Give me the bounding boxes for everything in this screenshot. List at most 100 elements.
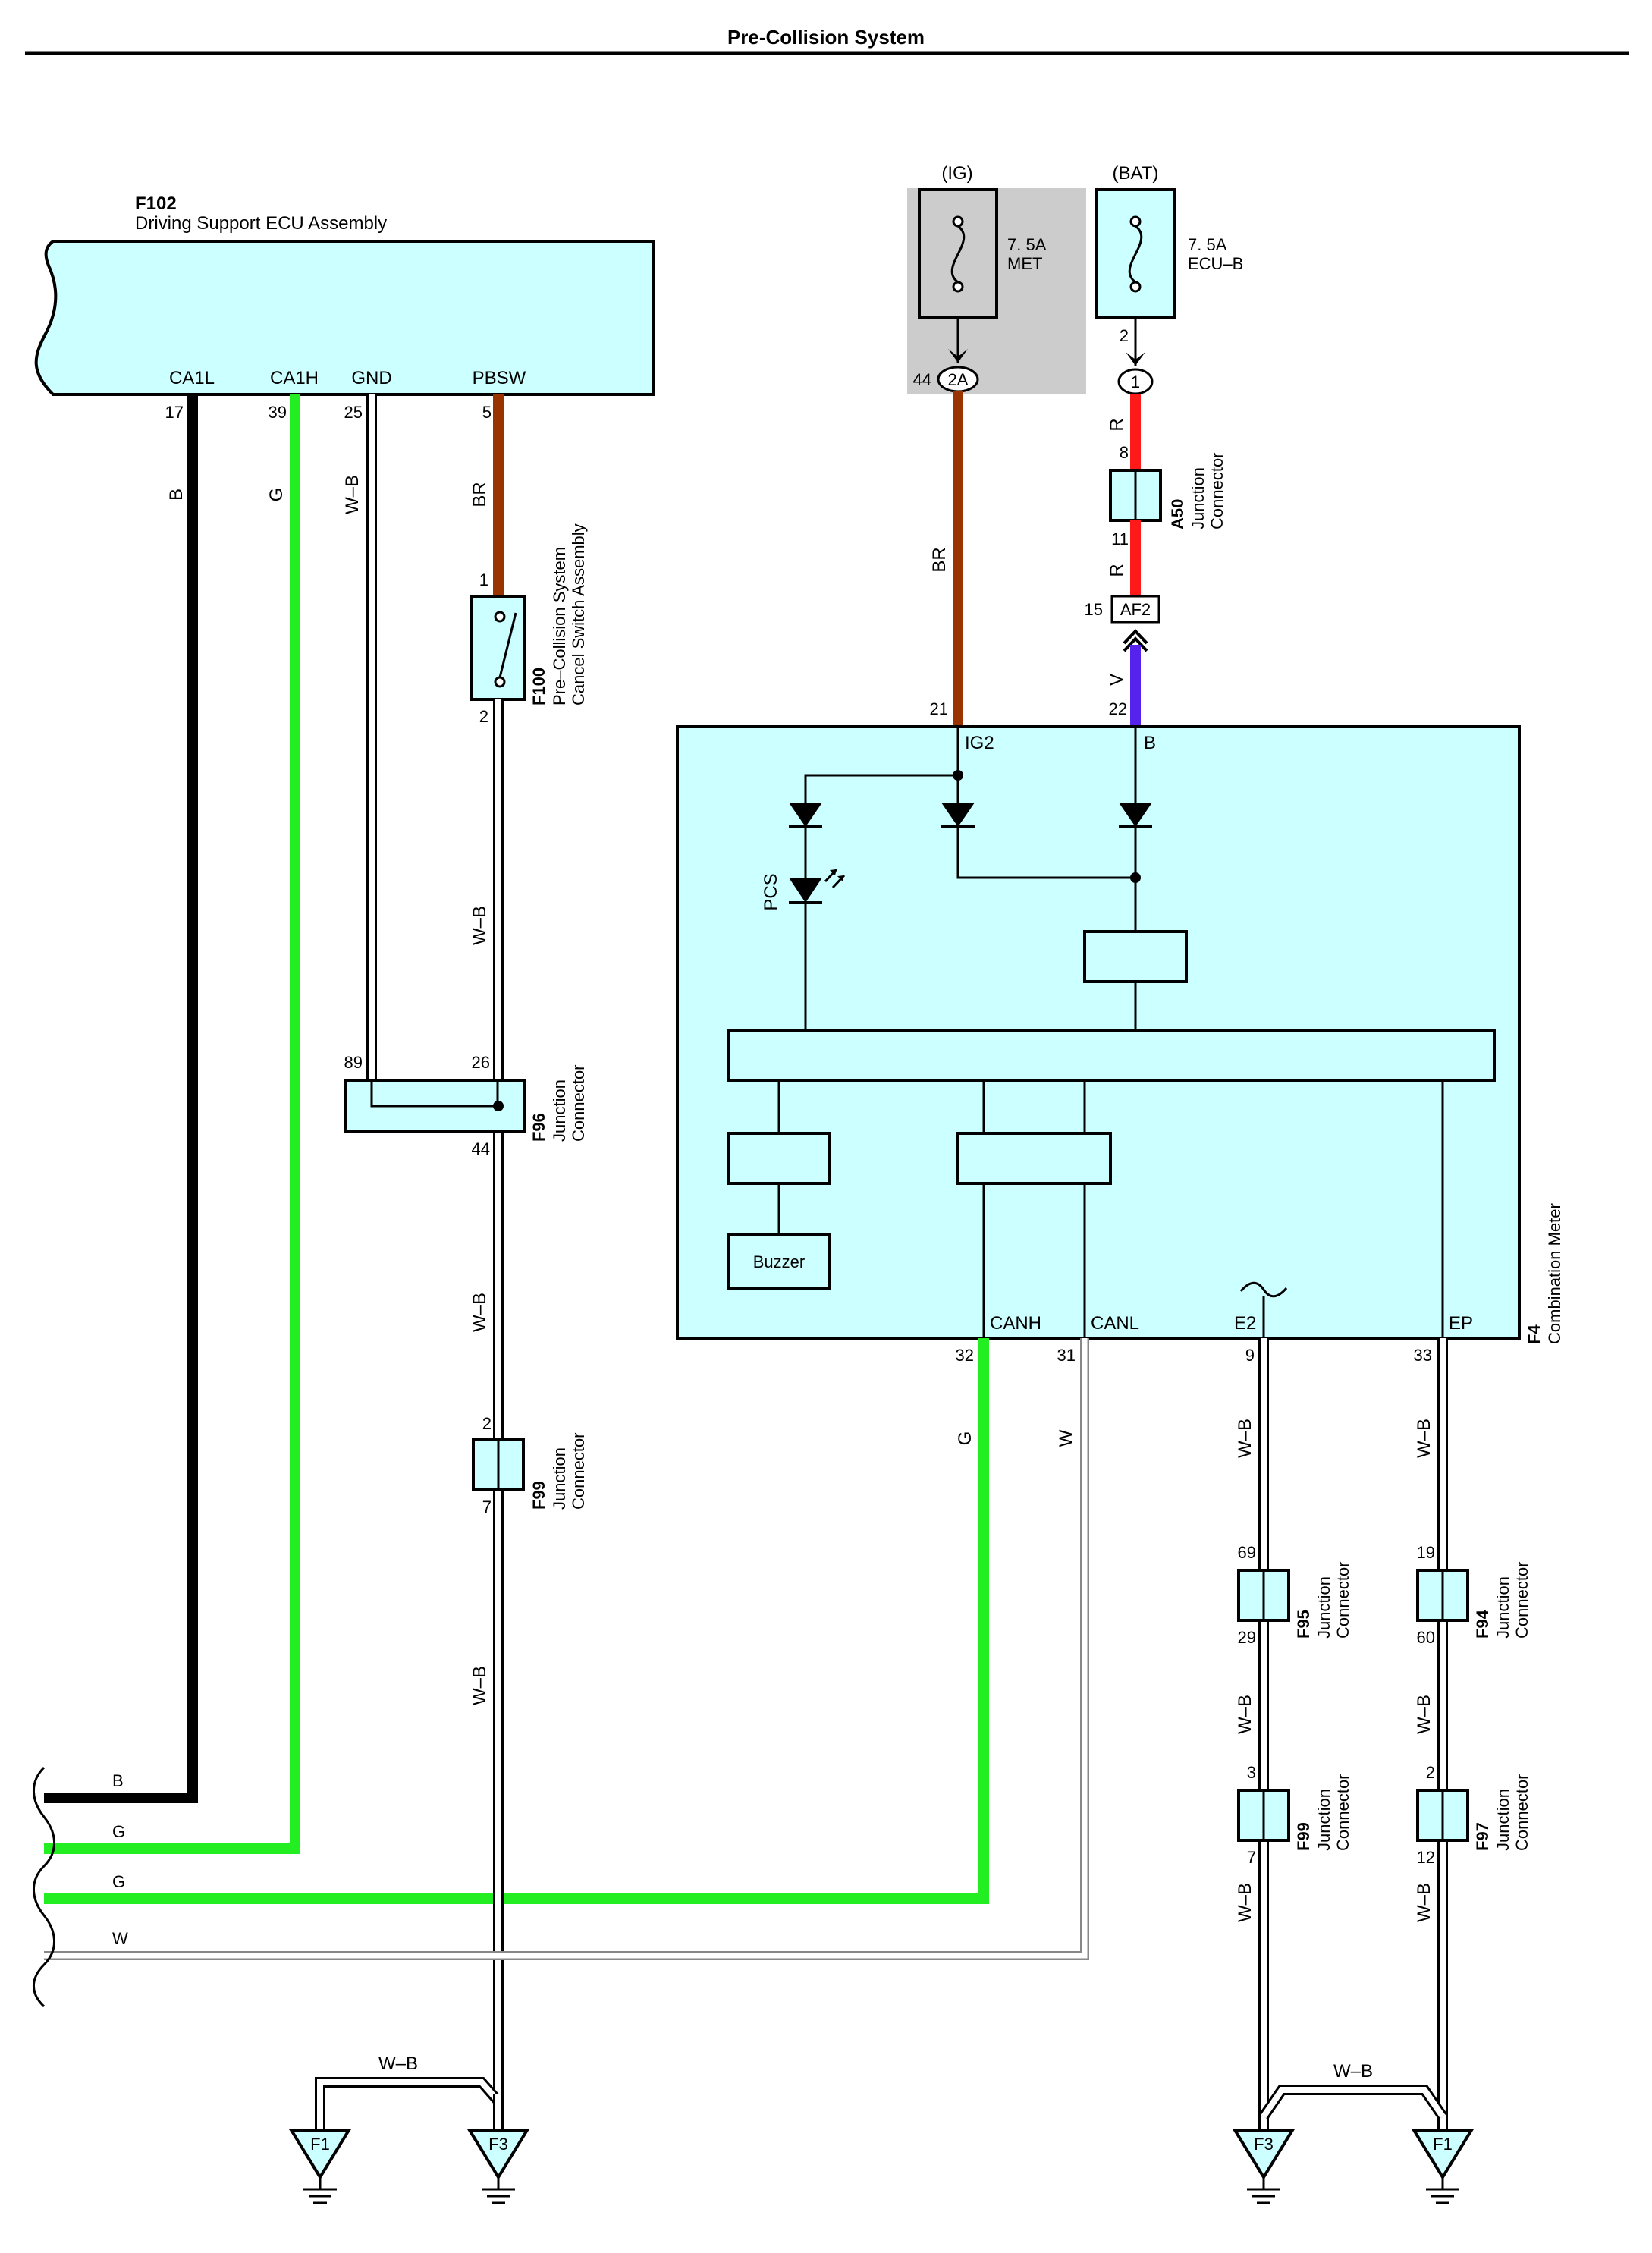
- junction-a50-line1: Junction: [1189, 467, 1208, 529]
- buzzer-label: Buzzer: [753, 1252, 805, 1271]
- ground-label-f3-left: F3: [488, 2135, 508, 2154]
- junction-f94-line1: Junction: [1493, 1576, 1512, 1639]
- fuse-bat-terminal-top: [1129, 215, 1142, 228]
- cancel-switch-contact-bottom: [494, 676, 506, 688]
- junction-f97-pin-12: 12: [1417, 1848, 1435, 1867]
- wire-ground-left-pair: [315, 2077, 503, 2132]
- ecu-terminal-gnd: GND: [351, 368, 391, 388]
- bus-wire-b: B: [112, 1771, 124, 1790]
- connector-af2-label: AF2: [1120, 600, 1151, 619]
- connector-af2-pin: 15: [1085, 600, 1103, 619]
- junction-a50-line2: Connector: [1208, 452, 1226, 529]
- wire-ca1h-green: [44, 394, 300, 1854]
- meter-terminal-e2: E2: [1234, 1313, 1256, 1334]
- cancel-switch-code: F100: [529, 668, 548, 705]
- meter-pin-21: 21: [930, 699, 948, 718]
- ecu-code: F102: [135, 193, 177, 214]
- fuse-ig-element: [950, 225, 966, 284]
- meter-pin-22: 22: [1109, 699, 1127, 718]
- junction-f96-pin-89: 89: [344, 1053, 363, 1072]
- wire-code-canl: W: [1056, 1429, 1076, 1447]
- ecu-pin-25: 25: [344, 403, 363, 422]
- junction-f96-bridge: [370, 1080, 499, 1108]
- fuse-ig-supply: (IG): [941, 163, 972, 184]
- ecu-pin-39: 39: [269, 403, 287, 422]
- wire-ground-right-pair: [1259, 2085, 1447, 2119]
- wire-code-wb-f95: W–B: [1235, 1695, 1255, 1734]
- junction-f99-left-line1: Junction: [550, 1447, 569, 1510]
- connector-af2-chevron-icon: [1123, 629, 1148, 652]
- ecu-box: [34, 240, 655, 396]
- wire-code-g: G: [266, 488, 287, 502]
- fuse-bat-terminal-bottom: [1129, 281, 1142, 293]
- junction-f96-pin-44: 44: [472, 1139, 490, 1158]
- junction-f96-line2: Connector: [569, 1064, 588, 1142]
- ground-label-f3-right: F3: [1254, 2135, 1274, 2154]
- wire-ca1l-black: [44, 394, 198, 1803]
- junction-f99-right-pin-7: 7: [1247, 1848, 1256, 1867]
- meter-terminal-ep: EP: [1449, 1313, 1473, 1334]
- junction-f99-right-code: F99: [1294, 1822, 1313, 1851]
- bus-wire-g-2: G: [112, 1872, 125, 1891]
- junction-f96-pin-26: 26: [472, 1053, 490, 1072]
- wire-code-b: B: [166, 489, 187, 501]
- fuse-bat-element: [1128, 225, 1143, 284]
- diagram-title: Pre-Collision System: [727, 26, 925, 49]
- ecu-terminal-ca1h: CA1H: [270, 368, 319, 388]
- junction-a50-code: A50: [1168, 499, 1187, 529]
- wire-code-ep: W–B: [1414, 1419, 1434, 1458]
- cancel-switch-name-1: Pre–Collision System: [550, 547, 569, 705]
- bus-wire-w: W: [112, 1929, 128, 1948]
- wire-canh-green: [44, 1338, 989, 1904]
- wire-code-r-lower: R: [1107, 564, 1127, 577]
- meter-code: F4: [1525, 1324, 1544, 1344]
- wire-code-br-ig: BR: [929, 547, 950, 572]
- junction-f95-pin-29: 29: [1238, 1628, 1256, 1647]
- junction-f95-line2: Connector: [1333, 1561, 1352, 1639]
- wire-code-r-upper: R: [1107, 418, 1127, 431]
- cancel-switch-pin-1: 1: [479, 570, 488, 589]
- junction-f94-line2: Connector: [1512, 1561, 1531, 1639]
- ecu-terminal-pbsw: PBSW: [473, 368, 526, 388]
- junction-f97-line2: Connector: [1512, 1774, 1531, 1851]
- junction-f94-pin-60: 60: [1417, 1628, 1435, 1647]
- meter-terminal-b: B: [1144, 733, 1156, 753]
- fuse-ig-name: MET: [1007, 254, 1042, 273]
- wire-code-br-pbsw: BR: [470, 482, 490, 507]
- wire-ground-left-pair-core: [317, 2079, 501, 2132]
- junction-a50-pin-8: 8: [1120, 443, 1129, 462]
- meter-internal-circuit: [727, 727, 1496, 1338]
- junction-a50-pin-11: 11: [1111, 529, 1129, 548]
- wire-code-e2: W–B: [1235, 1419, 1255, 1458]
- wire-code-canh: G: [955, 1431, 975, 1446]
- wire-code-wb-f99-right: W–B: [1235, 1883, 1255, 1922]
- junction-f96-line1: Junction: [550, 1079, 569, 1142]
- junction-f95-line1: Junction: [1314, 1576, 1333, 1639]
- junction-f99-right-line1: Junction: [1314, 1789, 1333, 1851]
- wire-code-wb-f96: W–B: [470, 1293, 490, 1332]
- cancel-switch-pin-2: 2: [479, 707, 488, 726]
- fuse-bat-supply: (BAT): [1113, 163, 1159, 184]
- pcs-indicator-light-icon: [824, 868, 846, 889]
- meter-pin-9: 9: [1245, 1346, 1255, 1365]
- junction-f97-code: F97: [1473, 1822, 1492, 1851]
- meter-terminal-canh: CANH: [990, 1313, 1041, 1334]
- wire-code-wb-f99-left: W–B: [470, 1666, 490, 1705]
- junction-f99-left-code: F99: [529, 1481, 548, 1510]
- bus-wire-g-1: G: [112, 1822, 125, 1841]
- pcs-indicator-label: PCS: [761, 873, 781, 910]
- connector-af2-box: [1110, 595, 1160, 624]
- junction-f99-left-pin-2: 2: [482, 1414, 492, 1433]
- fuse-bat-rating: 7. 5A: [1188, 235, 1227, 254]
- junction-f99-right-line2: Connector: [1333, 1774, 1352, 1851]
- meter-terminal-canl: CANL: [1091, 1313, 1139, 1334]
- fuse-bat-arrow-icon: [1126, 352, 1145, 366]
- ecu-pin-17: 17: [165, 403, 184, 422]
- junction-f94-pin-19: 19: [1417, 1543, 1435, 1562]
- fuse-bat-name: ECU–B: [1188, 254, 1243, 273]
- bus-break-symbol: [33, 1766, 55, 2008]
- fuse-ig-terminal-bottom: [952, 281, 964, 293]
- ground-right-wire-code: W–B: [1333, 2061, 1373, 2082]
- wire-canl-white-core: [44, 1338, 1088, 1959]
